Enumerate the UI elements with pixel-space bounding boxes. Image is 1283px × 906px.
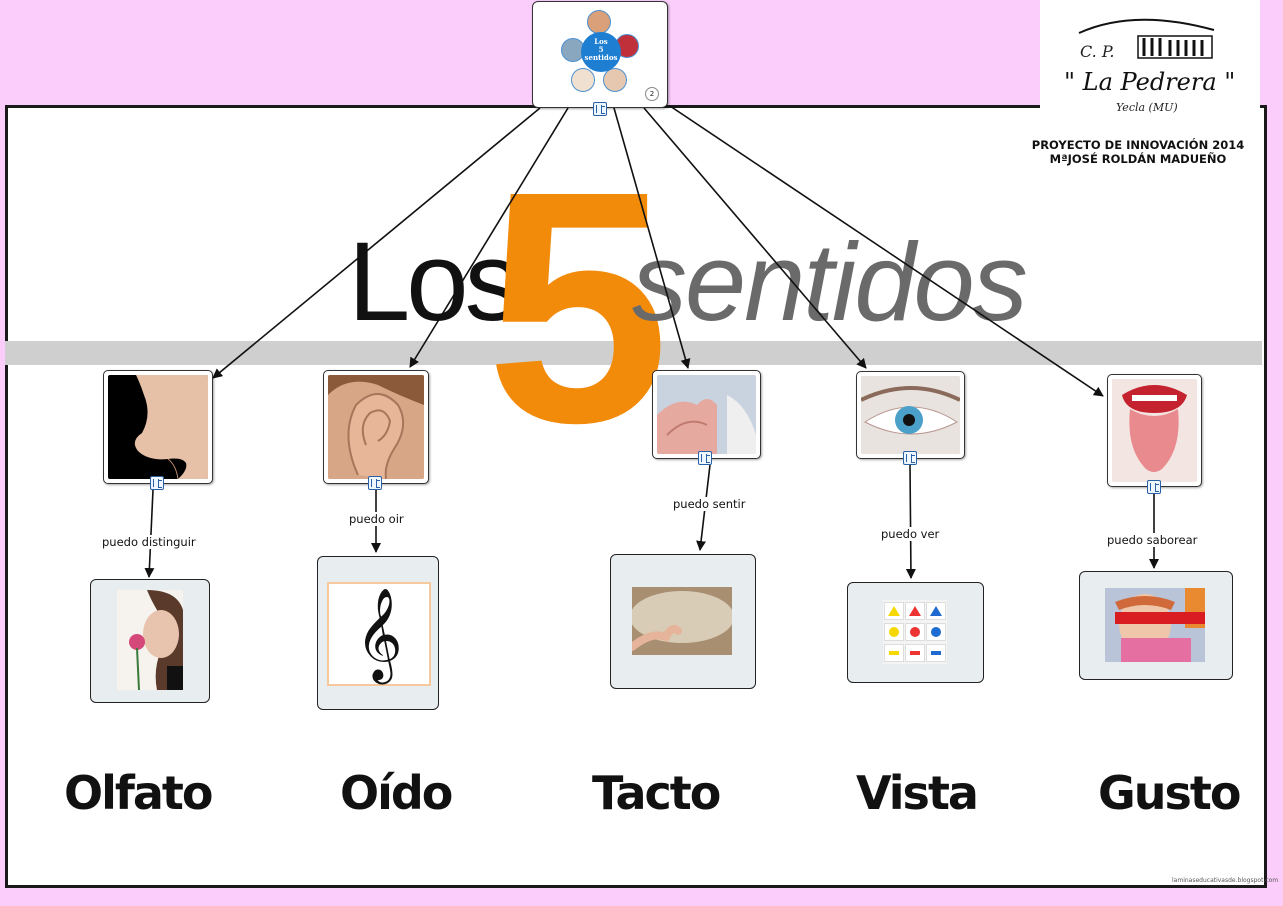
shape-blue-circle (926, 623, 946, 641)
blindfold-child-icon (1105, 588, 1205, 662)
overview-center-line3: sentidos (581, 54, 621, 62)
ear-image (328, 375, 424, 479)
eye-icon (861, 376, 960, 454)
hands-icon (657, 375, 756, 454)
overview-node[interactable]: Los 5 sentidos 2 (532, 1, 668, 108)
touching-fur-image (632, 587, 732, 655)
shape-yellow-circle (884, 623, 904, 641)
nose-image (108, 375, 208, 479)
page-badge: 2 (645, 87, 659, 101)
result-card-oido[interactable]: 𝄞 (317, 556, 439, 710)
nose-icon (108, 375, 208, 479)
sense-node-vista[interactable] (856, 371, 965, 459)
sense-node-oido[interactable] (323, 370, 429, 484)
nose-thumb-icon (571, 68, 595, 92)
connector-overview-gusto (670, 106, 1103, 396)
connector-vista-result (910, 465, 911, 578)
link-label-gusto: puedo saborear (1105, 533, 1199, 547)
shape-yellow-triangle (884, 602, 904, 620)
ear-thumb-icon (587, 10, 611, 34)
hands-image (657, 375, 756, 454)
note-icon[interactable] (903, 451, 917, 465)
result-card-olfato[interactable] (90, 579, 210, 703)
connector-olfato-result (149, 490, 153, 577)
fur-icon (632, 587, 732, 655)
link-label-tacto: puedo sentir (671, 497, 747, 511)
link-label-vista: puedo ver (879, 527, 941, 541)
result-card-tacto[interactable] (610, 554, 756, 689)
link-label-oido: puedo oir (347, 512, 406, 526)
overview-center: Los 5 sentidos (581, 32, 621, 72)
blindfolded-tasting-image (1105, 588, 1205, 662)
treble-clef-icon: 𝄞 (329, 588, 429, 680)
connector-overview-olfato (213, 108, 540, 378)
note-icon[interactable] (150, 476, 164, 490)
result-card-gusto[interactable] (1079, 571, 1233, 680)
eye-image (861, 376, 960, 454)
smelling-rose-image (117, 590, 183, 690)
colored-shapes-image (883, 600, 947, 664)
connector-overview-oido (410, 108, 568, 367)
rose-icon (117, 590, 183, 690)
shape-blue-triangle (926, 602, 946, 620)
shape-blue-rect (926, 644, 946, 662)
tongue-icon (1112, 379, 1197, 482)
link-label-olfato: puedo distinguir (100, 535, 198, 549)
note-icon[interactable] (368, 476, 382, 490)
shape-yellow-rect (884, 644, 904, 662)
shape-red-rect (905, 644, 925, 662)
note-icon[interactable] (593, 102, 607, 116)
note-icon[interactable] (1147, 480, 1161, 494)
note-icon[interactable] (698, 451, 712, 465)
hand-thumb-icon (603, 68, 627, 92)
sense-node-gusto[interactable] (1107, 374, 1202, 487)
result-card-vista[interactable] (847, 582, 984, 683)
tongue-image (1112, 379, 1197, 482)
ear-icon (328, 375, 424, 479)
treble-clef-frame: 𝄞 (327, 582, 431, 686)
sense-node-olfato[interactable] (103, 370, 213, 484)
sense-node-tacto[interactable] (652, 370, 761, 459)
shape-red-circle (905, 623, 925, 641)
shape-red-triangle (905, 602, 925, 620)
